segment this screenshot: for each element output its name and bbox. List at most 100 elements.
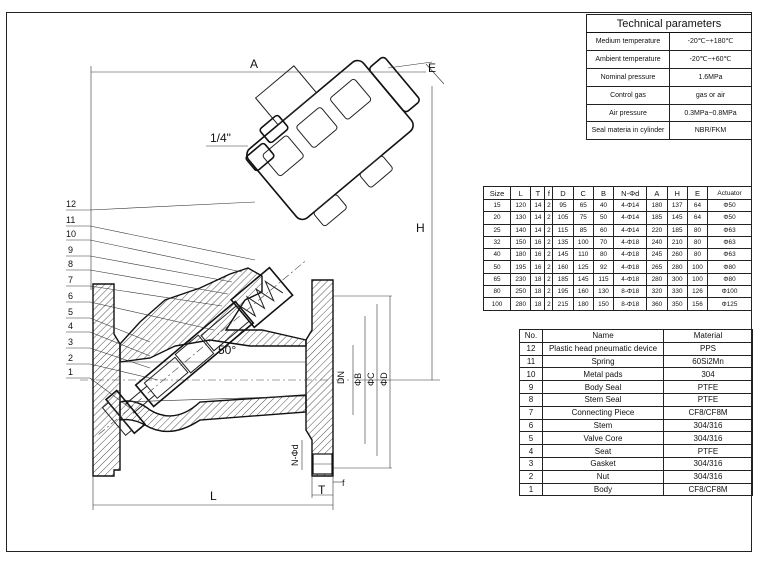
size-cell: 180 [572,297,594,311]
dim-l-label: L [210,489,217,503]
size-cell: 80 [686,223,709,237]
material-cell: Connecting Piece [542,405,664,420]
size-cell: 145 [552,248,574,262]
size-cell: 8-Φ18 [613,285,648,299]
material-cell: 10 [519,367,543,382]
mat-header-row: No. Name Material [519,329,753,343]
dim-a-label: A [250,57,258,71]
callout-12: 12 [66,199,76,209]
size-cell: 95 [552,198,574,213]
callouts: 12 11 10 9 8 7 6 5 4 3 2 1 [66,199,256,409]
size-cell: 4-Φ18 [613,272,648,287]
size-cell: 4-Φ14 [613,198,648,213]
pneumatic-head [246,56,420,227]
size-cell: Φ125 [707,297,752,311]
size-cell: 160 [552,260,574,274]
size-cell: 2 [544,285,554,299]
size-cell: 2 [544,260,554,274]
material-cell: 304/316 [663,431,753,446]
callout-7: 7 [68,275,73,285]
thread-label: 1/4" [210,131,231,145]
size-cell: 145 [666,211,688,225]
dim-f-label: f [342,478,345,488]
stem-assembly [98,260,306,437]
size-cell: 50 [592,211,615,225]
size-cell: 330 [666,285,688,299]
callout-2: 2 [68,353,73,363]
size-cell: 16 [530,248,546,262]
size-cell: 4-Φ14 [613,211,648,225]
size-cell: 2 [544,223,554,237]
size-cell: 230 [510,272,532,287]
size-cell: 80 [482,285,512,299]
material-cell: PTFE [663,380,753,394]
size-cell: 40 [592,198,615,213]
size-cell: 4-Φ18 [613,260,648,274]
material-cell: Plastic head pneumatic device [542,341,664,356]
size-cell: Φ63 [707,248,752,262]
material-cell: PTFE [663,392,753,407]
size-cell: 210 [666,235,688,250]
size-cell: 150 [510,235,532,250]
size-cell: 360 [646,297,668,311]
material-cell: 3 [519,456,543,471]
material-cell: Seat [542,444,664,458]
size-cell: 8-Φ18 [613,297,648,311]
size-cell: 140 [510,223,532,237]
size-cell: 50 [482,260,512,274]
size-cell: 4-Φ18 [613,235,648,250]
dim-e-label: E [428,61,436,75]
size-cell: 180 [646,198,668,213]
size-cell: 4-Φ14 [613,223,648,237]
size-cell: 80 [592,248,615,262]
size-cell: 4-Φ18 [613,248,648,262]
material-cell: 304/316 [663,469,753,484]
callout-1: 1 [68,367,73,377]
size-cell: 215 [552,297,574,311]
material-cell: 304 [663,367,753,382]
dim-c-label: ΦC [366,372,376,386]
size-cell: 60 [592,223,615,237]
material-cell: PTFE [663,444,753,458]
size-cell: 16 [530,260,546,274]
size-cell: 100 [686,260,709,274]
size-cell: 14 [530,198,546,213]
size-cell: 110 [572,248,594,262]
size-cell: 100 [482,297,512,311]
dim-h-label: H [416,221,425,235]
callout-4: 4 [68,321,73,331]
size-cell: 2 [544,297,554,311]
size-cell: 245 [646,248,668,262]
material-cell: Valve Core [542,431,664,446]
dim-t-label: T [318,483,326,497]
size-cell: 180 [510,248,532,262]
dim-dn-label: DN [336,371,346,384]
size-cell: Φ50 [707,211,752,225]
size-cell: 185 [646,211,668,225]
size-cell: 16 [530,235,546,250]
material-cell: Nut [542,469,664,484]
size-cell: 40 [482,248,512,262]
material-cell: 12 [519,341,543,356]
material-cell: 11 [519,354,543,369]
size-cell: 137 [666,198,688,213]
material-cell: 60Si2Mn [663,354,753,369]
material-cell: Stem [542,418,664,433]
size-cell: 185 [552,272,574,287]
